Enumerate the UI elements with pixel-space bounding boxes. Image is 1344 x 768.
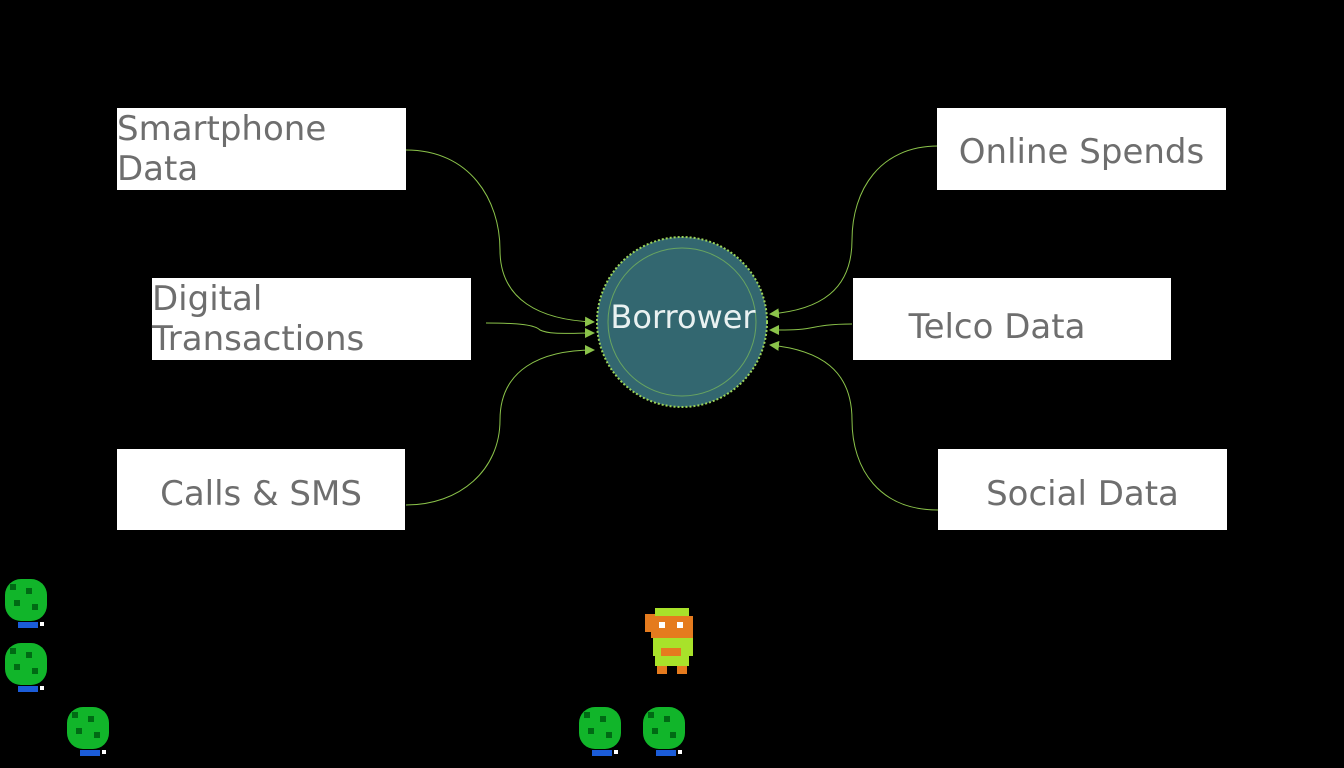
connector-online: [769, 145, 939, 319]
bush-sprite: [643, 707, 685, 756]
connector-calls: [405, 345, 595, 506]
digital-transactions-box: Digital Transactions: [152, 278, 471, 360]
calls-sms-box: Calls & SMS: [117, 449, 405, 530]
bush-sprite: [67, 707, 109, 756]
borrower-hub-inner-ring: [607, 247, 757, 397]
bush-sprite: [579, 707, 621, 756]
connector-telco: [769, 323, 853, 335]
connector-smartphone: [405, 149, 595, 327]
smartphone-data-box: Smartphone Data: [117, 108, 406, 190]
bush-sprite: [5, 579, 47, 628]
connector-digital: [485, 322, 595, 339]
borrower-label: Borrower: [610, 298, 756, 336]
telco-data-box: Telco Data: [853, 278, 1171, 360]
connector-social: [769, 340, 939, 511]
hero-sprite: [645, 608, 693, 674]
online-spends-box: Online Spends: [937, 108, 1226, 190]
social-data-box: Social Data: [938, 449, 1227, 530]
bush-sprite: [5, 643, 47, 692]
borrower-hub-circle: [596, 236, 768, 408]
